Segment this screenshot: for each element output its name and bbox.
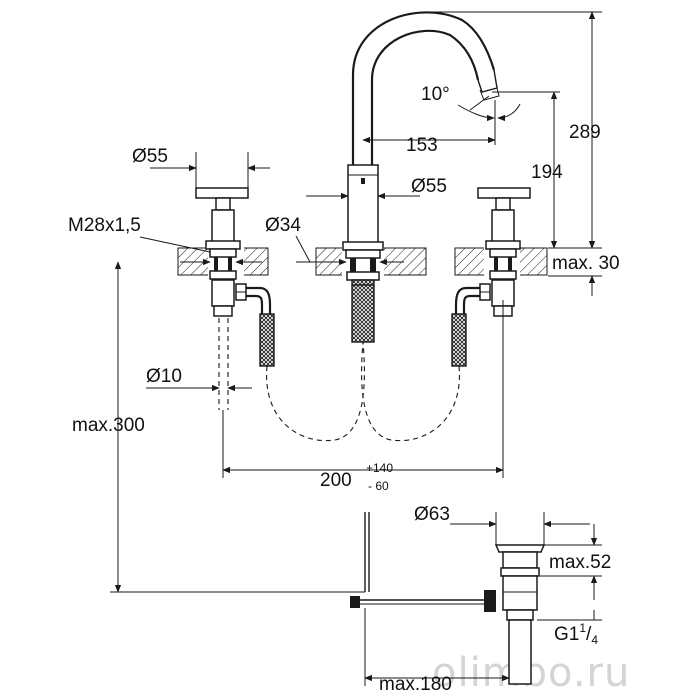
left-handle [195, 187, 275, 410]
dimension-lines [110, 11, 602, 686]
label-body-diameter: Ø55 [411, 176, 447, 197]
pop-up-waste [350, 512, 546, 685]
label-waste-thread: G11/4 [554, 621, 598, 647]
label-angle: 10° [421, 84, 450, 105]
label-waste-diameter: Ø63 [414, 504, 450, 525]
connection-hoses [266, 341, 460, 442]
label-spout-height: 194 [531, 162, 563, 183]
label-rod-length: max.180 [379, 674, 452, 695]
dimension-labels: 10° 153 289 194 Ø55 Ø55 M28x1,5 Ø34 max.… [68, 84, 620, 695]
label-spout-reach: 153 [406, 135, 438, 156]
label-hose-diameter: Ø10 [146, 366, 182, 387]
label-max-length: max.300 [72, 415, 145, 436]
label-thread: M28x1,5 [68, 215, 141, 236]
label-hole-diameter: Ø34 [265, 215, 301, 236]
right-handle [451, 187, 531, 367]
label-spread: 200 [320, 470, 352, 491]
label-handle-diameter: Ø55 [132, 146, 168, 167]
spout [342, 11, 500, 343]
label-waste-height: max.52 [549, 552, 611, 573]
label-max-deck: max. 30 [552, 253, 620, 274]
label-total-height: 289 [569, 122, 601, 143]
label-spread-tol-minus: - 60 [368, 479, 389, 493]
label-spread-tol-plus: +140 [366, 461, 393, 475]
